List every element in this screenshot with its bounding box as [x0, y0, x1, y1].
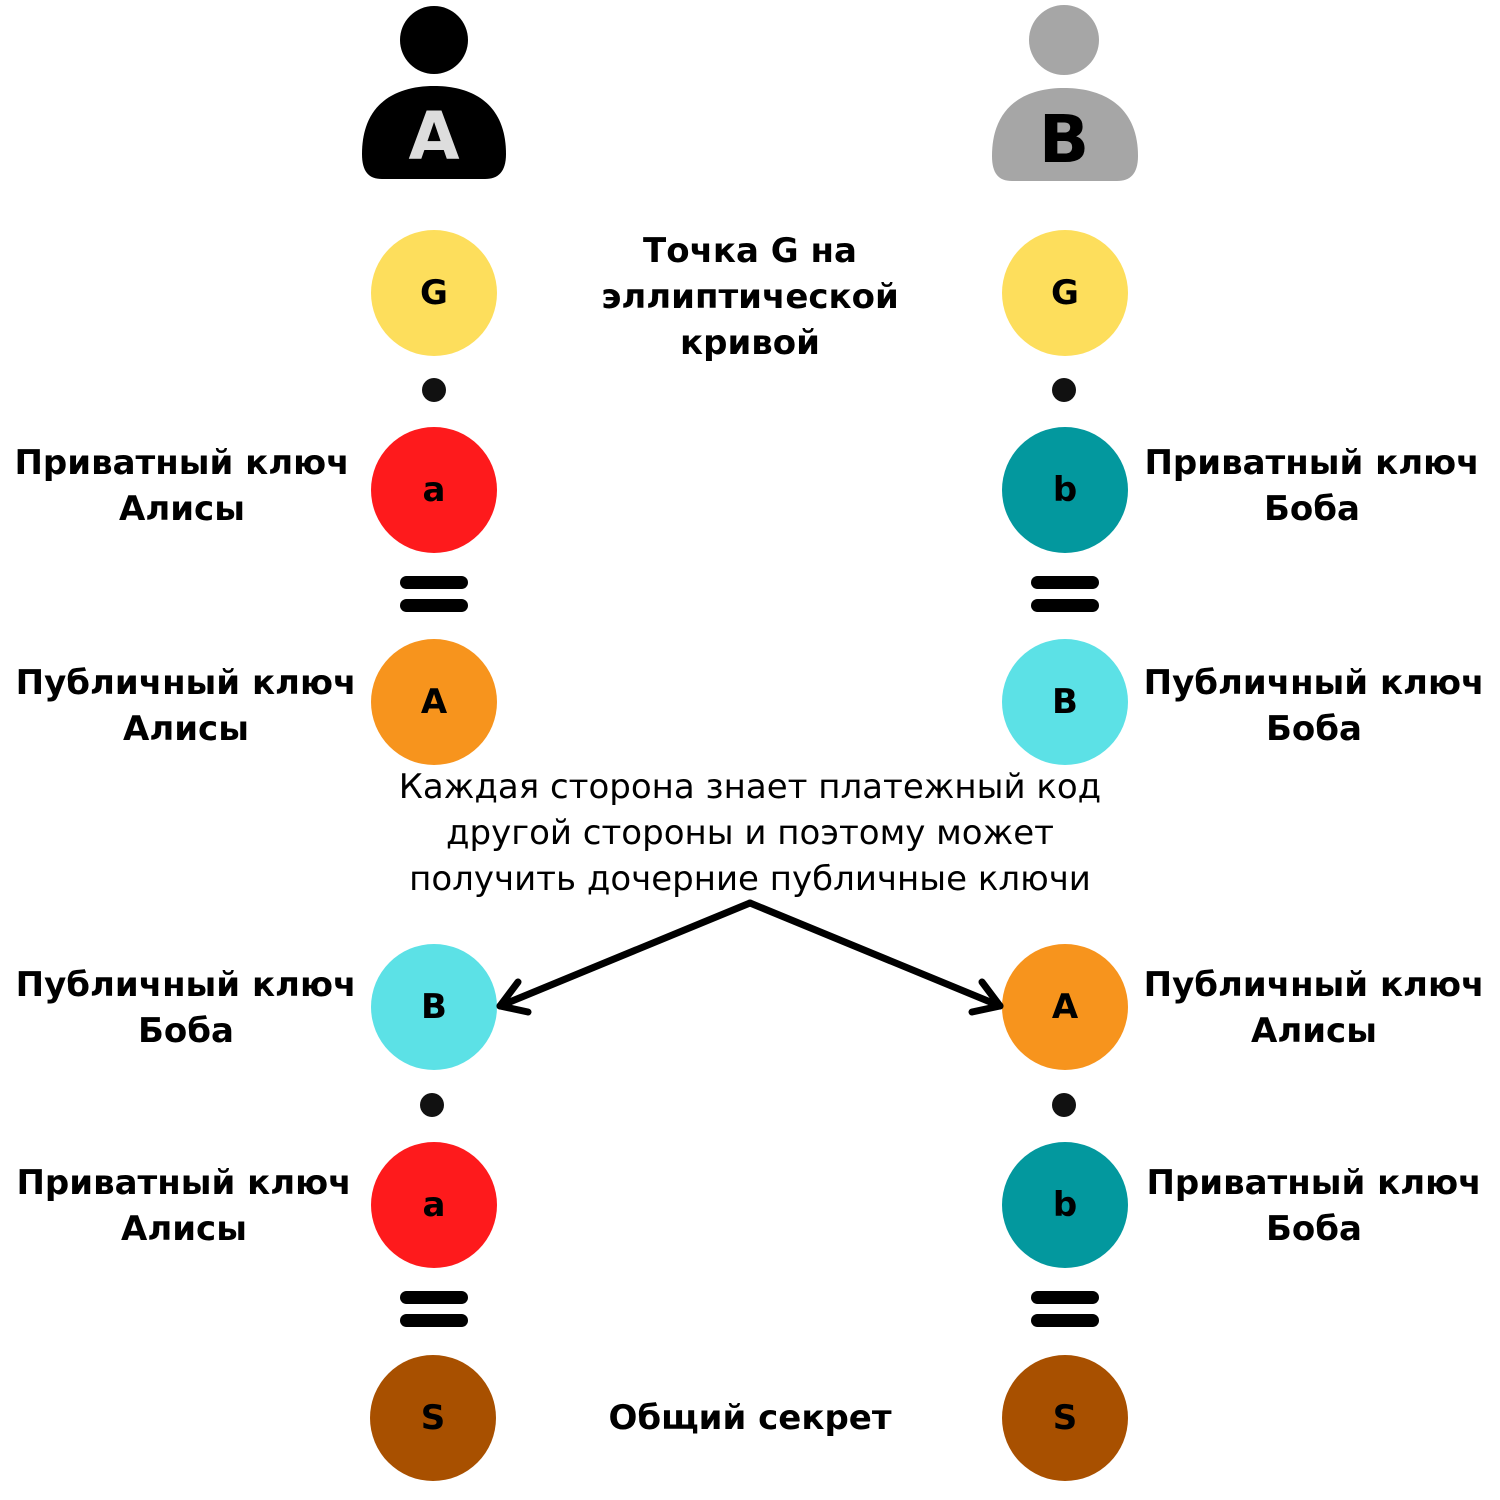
left-priv2-letter: a — [422, 1185, 446, 1225]
left-priv2-circle: a — [371, 1142, 497, 1268]
right-g-circle: G — [1002, 230, 1128, 356]
bob-letter: B — [1039, 101, 1089, 178]
left-g-circle: G — [371, 230, 497, 356]
right-secret-circle: S — [1002, 1355, 1128, 1481]
left-priv1-circle: a — [371, 427, 497, 553]
g-point-label: Точка G на эллиптической кривой — [601, 231, 899, 363]
left-priv1-label: Приватный ключ Алисы — [14, 443, 350, 529]
right-pub1-letter: B — [1052, 682, 1078, 722]
right-priv1-letter: b — [1052, 470, 1078, 510]
left-equals-sign-1 — [400, 576, 468, 622]
right-multiply-dot-2 — [1052, 1093, 1076, 1117]
arrow-to-right-head — [968, 978, 1004, 1016]
right-secret-letter: S — [1052, 1398, 1078, 1438]
left-secret-letter: S — [420, 1398, 446, 1438]
left-pub1-circle: A — [371, 639, 497, 765]
left-equals-sign-2 — [400, 1291, 468, 1337]
right-priv1-label: Приватный ключ Боба — [1144, 443, 1480, 529]
right-priv1-circle: b — [1002, 427, 1128, 553]
right-pub2-letter: A — [1051, 987, 1079, 1027]
right-pub2-label: Публичный ключ Алисы — [1143, 965, 1485, 1051]
shared-secret-label: Общий секрет — [608, 1398, 892, 1438]
left-pub1-letter: A — [420, 682, 448, 722]
right-equals-sign-1 — [1031, 576, 1099, 622]
left-pub2-circle: B — [371, 944, 497, 1070]
arrow-to-left-pub-line — [496, 899, 754, 1010]
arrow-to-left-head — [496, 978, 532, 1016]
left-secret-circle: S — [370, 1355, 496, 1481]
right-pub2-circle: A — [1002, 944, 1128, 1070]
left-g-letter: G — [420, 273, 448, 313]
right-equals-sign-2 — [1031, 1291, 1099, 1337]
right-priv2-letter: b — [1052, 1185, 1078, 1225]
alice-person-icon: A — [362, 6, 506, 179]
right-pub1-circle: B — [1002, 639, 1128, 765]
left-priv1-letter: a — [422, 470, 446, 510]
alice-letter: A — [408, 98, 459, 175]
left-pub2-letter: B — [421, 987, 447, 1027]
bob-person-icon: B — [992, 5, 1138, 181]
left-multiply-dot-1 — [422, 378, 446, 402]
right-multiply-dot-1 — [1052, 378, 1076, 402]
right-priv2-label: Приватный ключ Боба — [1146, 1163, 1482, 1249]
left-pub2-label: Публичный ключ Боба — [15, 965, 357, 1051]
right-pub1-label: Публичный ключ Боба — [1143, 663, 1485, 749]
left-priv2-label: Приватный ключ Алисы — [16, 1163, 352, 1249]
arrow-to-right-pub-line — [746, 899, 1004, 1010]
left-multiply-dot-2 — [420, 1093, 444, 1117]
right-priv2-circle: b — [1002, 1142, 1128, 1268]
left-pub1-label: Публичный ключ Алисы — [15, 663, 357, 749]
explanation-text: Каждая сторона знает платежный код друго… — [398, 767, 1102, 899]
right-g-letter: G — [1051, 273, 1079, 313]
